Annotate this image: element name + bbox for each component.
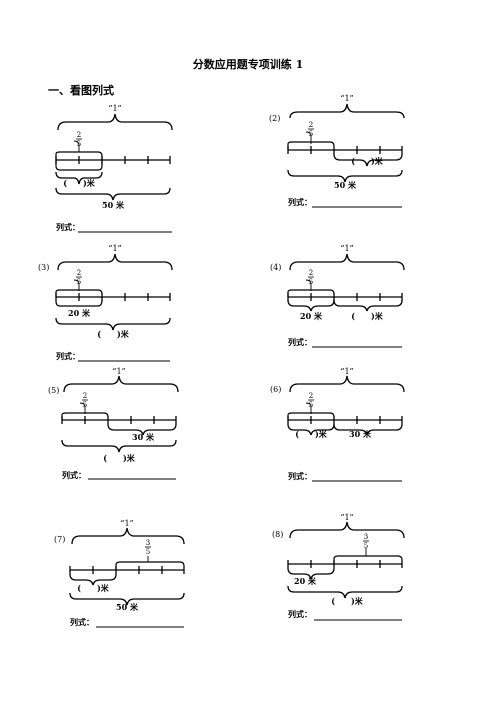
part-highlight: [287, 141, 335, 150]
whole-label: “1”: [108, 104, 121, 113]
problem-7-diagram: [69, 527, 185, 628]
total-brace: [55, 317, 171, 331]
fraction-denominator: 5: [77, 140, 81, 148]
remaining-label: ( )米: [351, 156, 384, 166]
worksheet-title: 分数应用题专项训练 1: [192, 58, 304, 71]
problem-number: (3): [38, 263, 49, 272]
whole-label: “1”: [340, 367, 353, 376]
problem-number: (6): [270, 385, 281, 394]
fraction-denominator: 5: [364, 542, 368, 550]
whole-brace: [57, 113, 173, 131]
part-label: 20 米: [300, 311, 323, 321]
part-highlight: [55, 151, 103, 171]
problem-number: (4): [270, 263, 281, 272]
total-label: ( )米: [103, 453, 136, 463]
fraction-numerator: 2: [77, 131, 81, 139]
total-label: 50 米: [334, 180, 357, 190]
whole-label: “1”: [120, 519, 133, 528]
fraction-numerator: 3: [364, 533, 368, 541]
formula-label: 列式：: [56, 351, 80, 361]
total-label: ( )米: [331, 596, 364, 606]
whole-label: “1”: [340, 244, 353, 253]
problem-4-diagram: [287, 253, 405, 348]
whole-brace: [289, 103, 405, 119]
part-label: 20 米: [294, 576, 317, 586]
total-brace: [287, 169, 403, 183]
fraction-numerator: 2: [77, 269, 81, 277]
problem-5-diagram: [61, 375, 179, 480]
whole-label: “1”: [112, 367, 125, 376]
part-label: ( )米: [63, 178, 96, 188]
fraction-pointer: [73, 140, 80, 152]
fraction-denominator: 5: [83, 401, 87, 409]
formula-label: 列式：: [288, 197, 312, 207]
fraction-numerator: 2: [309, 392, 313, 400]
part-label: ( )米: [295, 429, 328, 439]
whole-label: “1”: [108, 244, 121, 253]
remaining-label: ( )米: [351, 311, 384, 321]
total-label: ( )米: [97, 329, 130, 339]
problem-6-diagram: [287, 375, 405, 482]
problem-number: (2): [269, 114, 280, 123]
total-brace: [55, 187, 171, 201]
problem-8-diagram: [287, 521, 405, 621]
fraction-denominator: 5: [77, 278, 81, 286]
section-heading: 一、看图列式: [48, 84, 114, 97]
total-label: 50 米: [116, 602, 139, 612]
problem-3-diagram: [55, 253, 173, 362]
formula-label: 列式：: [70, 617, 94, 627]
fraction-denominator: 5: [309, 401, 313, 409]
fraction-numerator: 3: [146, 539, 150, 547]
fraction-denominator: 5: [309, 278, 313, 286]
fraction-numerator: 2: [309, 269, 313, 277]
part-brace: [55, 171, 103, 185]
formula-label: 列式：: [288, 471, 312, 481]
fraction-denominator: 5: [146, 548, 150, 556]
whole-label: “1”: [340, 94, 353, 103]
problem-number: (8): [272, 530, 283, 539]
formula-label: 列式：: [62, 470, 86, 480]
part-label: 20 米: [68, 308, 91, 318]
total-label: 50 米: [102, 200, 125, 210]
formula-label: 列式：: [288, 609, 312, 619]
fraction-denominator: 5: [309, 130, 313, 138]
formula-label: 列式：: [288, 337, 312, 347]
problem-number: (7): [54, 535, 65, 544]
remaining-brace: [333, 153, 403, 167]
formula-label: 列式：: [56, 222, 80, 232]
remaining-label: 30 米: [349, 429, 372, 439]
problem-2-diagram: [287, 103, 405, 208]
problem-1-diagram: [55, 113, 173, 233]
fraction-numerator: 2: [83, 392, 87, 400]
problem-number: (5): [48, 386, 59, 395]
remaining-label: 30 米: [132, 432, 155, 442]
part-label: ( )米: [77, 583, 110, 593]
fraction-numerator: 2: [309, 121, 313, 129]
whole-label: “1”: [340, 513, 353, 522]
